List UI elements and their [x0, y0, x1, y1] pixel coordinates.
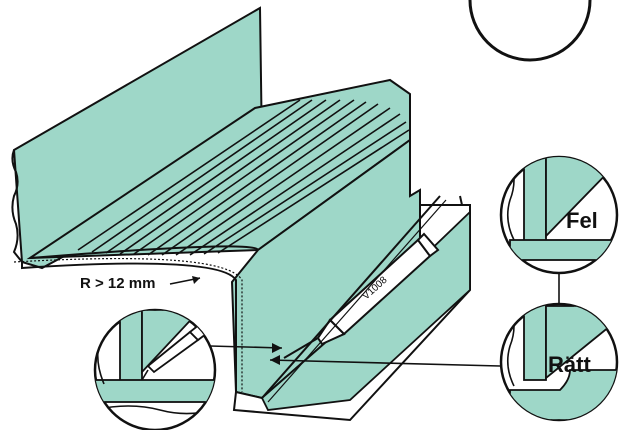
- tread-grooves: [77, 99, 410, 256]
- detail-circle-right: Rätt: [499, 302, 619, 422]
- detail-circle-wrong: Fel: [499, 155, 619, 275]
- detail-circle-left: [93, 308, 217, 430]
- pointer-right: [269, 359, 501, 367]
- pointer-left: [209, 345, 283, 349]
- partial-detail-circle: [468, 0, 592, 62]
- right-label: Rätt: [548, 352, 591, 377]
- wall-cut-edge: [11, 149, 23, 263]
- radius-label: R > 12 mm: [80, 275, 155, 292]
- seam-line: [261, 195, 441, 399]
- wrong-label: Fel: [566, 208, 598, 233]
